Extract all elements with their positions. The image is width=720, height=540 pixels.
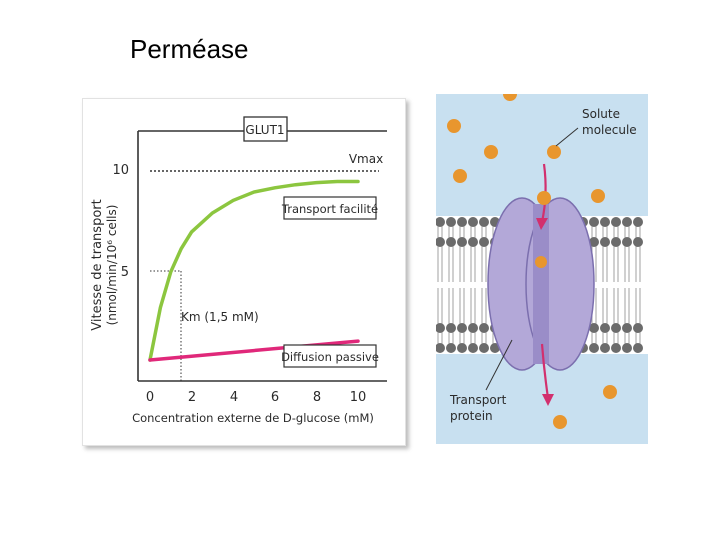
diffusion-label: Diffusion passive <box>281 350 379 364</box>
lipid-head <box>436 237 445 247</box>
lipid-head <box>479 237 489 247</box>
x-tick-8: 8 <box>313 390 321 405</box>
x-tick-6: 6 <box>271 390 279 405</box>
lipid-head <box>633 217 643 227</box>
lipid-head <box>468 217 478 227</box>
solute-molecule <box>484 145 498 159</box>
lipid-head <box>611 343 621 353</box>
solute-molecule <box>447 119 461 133</box>
lipid-head <box>633 237 643 247</box>
lipid-head <box>468 343 478 353</box>
lipid-head <box>633 343 643 353</box>
lipid-head <box>611 237 621 247</box>
protein-label-line1: Transport <box>449 393 507 407</box>
y-axis-unit: (nmol/min/10⁶ cells) <box>105 205 119 326</box>
y-tick-10: 10 <box>112 163 129 178</box>
lipid-head <box>633 323 643 333</box>
solute-molecule <box>537 191 551 205</box>
x-tick-4: 4 <box>230 390 238 405</box>
lipid-head <box>479 217 489 227</box>
lipid-head <box>446 217 456 227</box>
membrane-svg: Solute molecule Transport protein <box>436 94 648 444</box>
y-tick-5: 5 <box>121 265 129 280</box>
transport-kinetics-graph: GLUT1 Vitesse de transport (nmol/min/10⁶… <box>82 98 406 446</box>
lipid-head <box>622 323 632 333</box>
solute-molecule <box>453 169 467 183</box>
lipid-head <box>446 343 456 353</box>
lipid-head <box>468 237 478 247</box>
lipid-head <box>479 323 489 333</box>
lipid-head <box>600 323 610 333</box>
lipid-head <box>436 343 445 353</box>
solute-in-channel <box>535 256 547 268</box>
protein-label-line2: protein <box>450 409 493 423</box>
y-axis-label: Vitesse de transport <box>90 199 105 330</box>
lipid-head <box>457 323 467 333</box>
lipid-head <box>622 237 632 247</box>
slide-title: Perméase <box>130 34 249 64</box>
km-label: Km (1,5 mM) <box>181 310 259 324</box>
solute-pointer <box>555 127 579 147</box>
lipid-head <box>446 237 456 247</box>
facilitated-transport-curve <box>148 179 360 362</box>
exit-arrow <box>540 343 550 399</box>
lipid-head <box>436 217 445 227</box>
lipid-head <box>457 217 467 227</box>
lipid-head <box>622 343 632 353</box>
lipid-head <box>446 323 456 333</box>
lipid-head <box>457 343 467 353</box>
lipid-head <box>600 217 610 227</box>
graph-title-box <box>243 116 288 142</box>
exit-arrowhead <box>542 394 554 406</box>
lipid-head <box>589 343 599 353</box>
transport-channel <box>533 204 549 364</box>
protein-pointer <box>485 339 513 391</box>
solute-label-line1: Solute <box>582 107 620 121</box>
entry-arrowhead <box>536 218 548 230</box>
facilitated-label-box <box>283 196 377 220</box>
x-tick-10: 10 <box>350 390 367 405</box>
membrane-transport-diagram: Solute molecule Transport protein <box>436 94 648 444</box>
solute-label-line2: molecule <box>582 123 637 137</box>
lipid-head <box>589 217 599 227</box>
facilitated-label: Transport facilité <box>281 202 378 216</box>
lipid-head <box>600 343 610 353</box>
passive-diffusion-line <box>148 339 360 362</box>
lipid-head <box>436 323 445 333</box>
lipid-head <box>611 323 621 333</box>
lipid-head <box>457 237 467 247</box>
solute-molecule <box>553 415 567 429</box>
solute-molecule <box>503 94 517 101</box>
solute-molecule <box>547 145 561 159</box>
graph-svg: GLUT1 Vitesse de transport (nmol/min/10⁶… <box>90 116 387 425</box>
solute-molecule <box>591 189 605 203</box>
x-tick-2: 2 <box>188 390 196 405</box>
vmax-label: Vmax <box>349 152 383 166</box>
diffusion-label-box <box>283 344 377 368</box>
x-axis-label: Concentration externe de D-glucose (mM) <box>132 411 374 425</box>
lipid-head <box>600 237 610 247</box>
graph-title: GLUT1 <box>245 123 284 137</box>
lipid-head <box>589 237 599 247</box>
lipid-head <box>468 323 478 333</box>
x-tick-0: 0 <box>146 390 154 405</box>
lipid-head <box>479 343 489 353</box>
lipid-head <box>589 323 599 333</box>
solute-molecule <box>603 385 617 399</box>
lipid-head <box>622 217 632 227</box>
lipid-head <box>611 217 621 227</box>
